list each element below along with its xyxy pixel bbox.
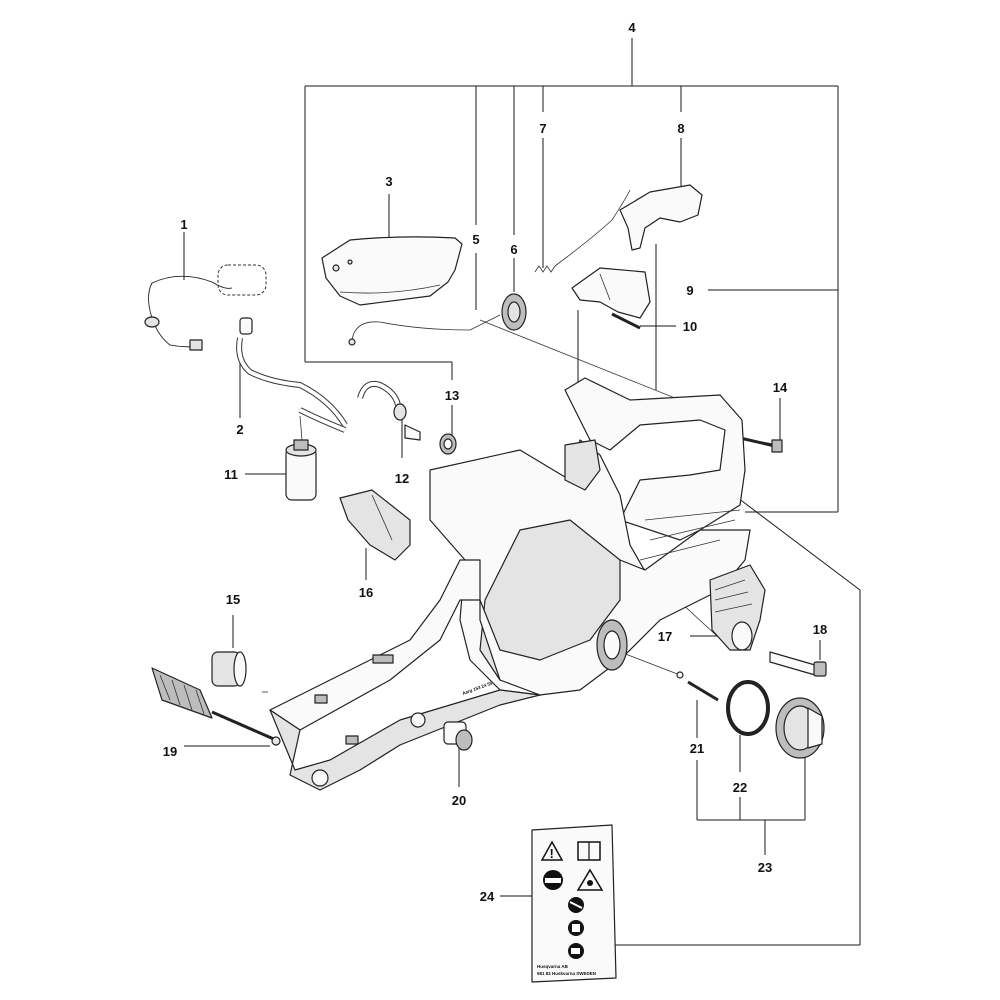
callout-12: 12 — [395, 471, 409, 486]
main-housing: Aarg 153 24 55 — [269, 377, 751, 791]
callout-17: 17 — [658, 629, 672, 644]
part-23-fuel-cap — [775, 697, 825, 759]
callout-4: 4 — [628, 20, 636, 35]
part-14-screw — [739, 436, 783, 453]
part-24-decal: ! Husqvarna AB 581 82 Huskva — [531, 824, 617, 983]
part-13-grommet — [439, 433, 457, 455]
svg-text:!: ! — [550, 846, 554, 861]
leader-lines — [183, 38, 861, 946]
callout-1: 1 — [180, 217, 187, 232]
warning-triangle-icon: ! — [540, 840, 564, 861]
part-17-assembly — [709, 564, 766, 651]
callout-20: 20 — [452, 793, 466, 808]
callout-3: 3 — [385, 174, 392, 189]
callout-labels: 1 2 3 4 5 6 7 8 9 10 11 12 13 14 15 16 1… — [163, 20, 827, 904]
callout-5: 5 — [472, 232, 479, 247]
callout-15: 15 — [226, 592, 240, 607]
callout-9: 9 — [686, 283, 693, 298]
callout-7: 7 — [539, 121, 546, 136]
part-3-cover — [321, 236, 463, 306]
part-15-spacer — [211, 651, 247, 687]
part-11-fuel-filter — [285, 415, 317, 501]
part-20-bushing — [443, 721, 473, 751]
part-12-impulse-hose — [357, 380, 421, 441]
callout-16: 16 — [359, 585, 373, 600]
part-16-cover — [339, 489, 411, 561]
no-one-hand-icon — [568, 897, 584, 913]
manual-book-icon — [577, 841, 601, 861]
callout-8: 8 — [677, 121, 684, 136]
callout-23: 23 — [758, 860, 772, 875]
decal-text-line1: Husqvarna AB — [537, 964, 569, 969]
part-5-cable — [348, 314, 501, 346]
part-8-lockout — [619, 184, 703, 251]
callout-22: 22 — [733, 780, 747, 795]
part-18-screw — [769, 651, 827, 677]
part-7-spring — [534, 189, 631, 273]
part-21-vent — [676, 671, 719, 702]
callout-2: 2 — [236, 422, 243, 437]
part-10-pin — [611, 312, 641, 330]
callout-13: 13 — [445, 388, 459, 403]
callout-19: 19 — [163, 744, 177, 759]
callout-18: 18 — [813, 622, 827, 637]
boots-icon — [568, 943, 584, 959]
callout-21: 21 — [690, 741, 704, 756]
ear-eye-protection-icon — [543, 870, 563, 890]
part-2-fuel-hose — [236, 317, 348, 433]
part-22-o-ring — [726, 680, 770, 736]
callout-14: 14 — [773, 380, 788, 395]
kickback-hazard-icon — [576, 868, 604, 891]
callout-11: 11 — [224, 467, 238, 482]
callout-6: 6 — [510, 242, 517, 257]
part-6-spool — [501, 293, 527, 331]
callout-10: 10 — [683, 319, 697, 334]
decal-text-line2: 581 82 Huskvarna SWEDEN — [537, 971, 596, 976]
gloves-icon — [568, 920, 584, 936]
part-9-trigger — [571, 267, 651, 319]
callout-24: 24 — [480, 889, 495, 904]
part-1-fuel-hose — [144, 264, 267, 351]
part-19-av-spring — [151, 667, 281, 746]
